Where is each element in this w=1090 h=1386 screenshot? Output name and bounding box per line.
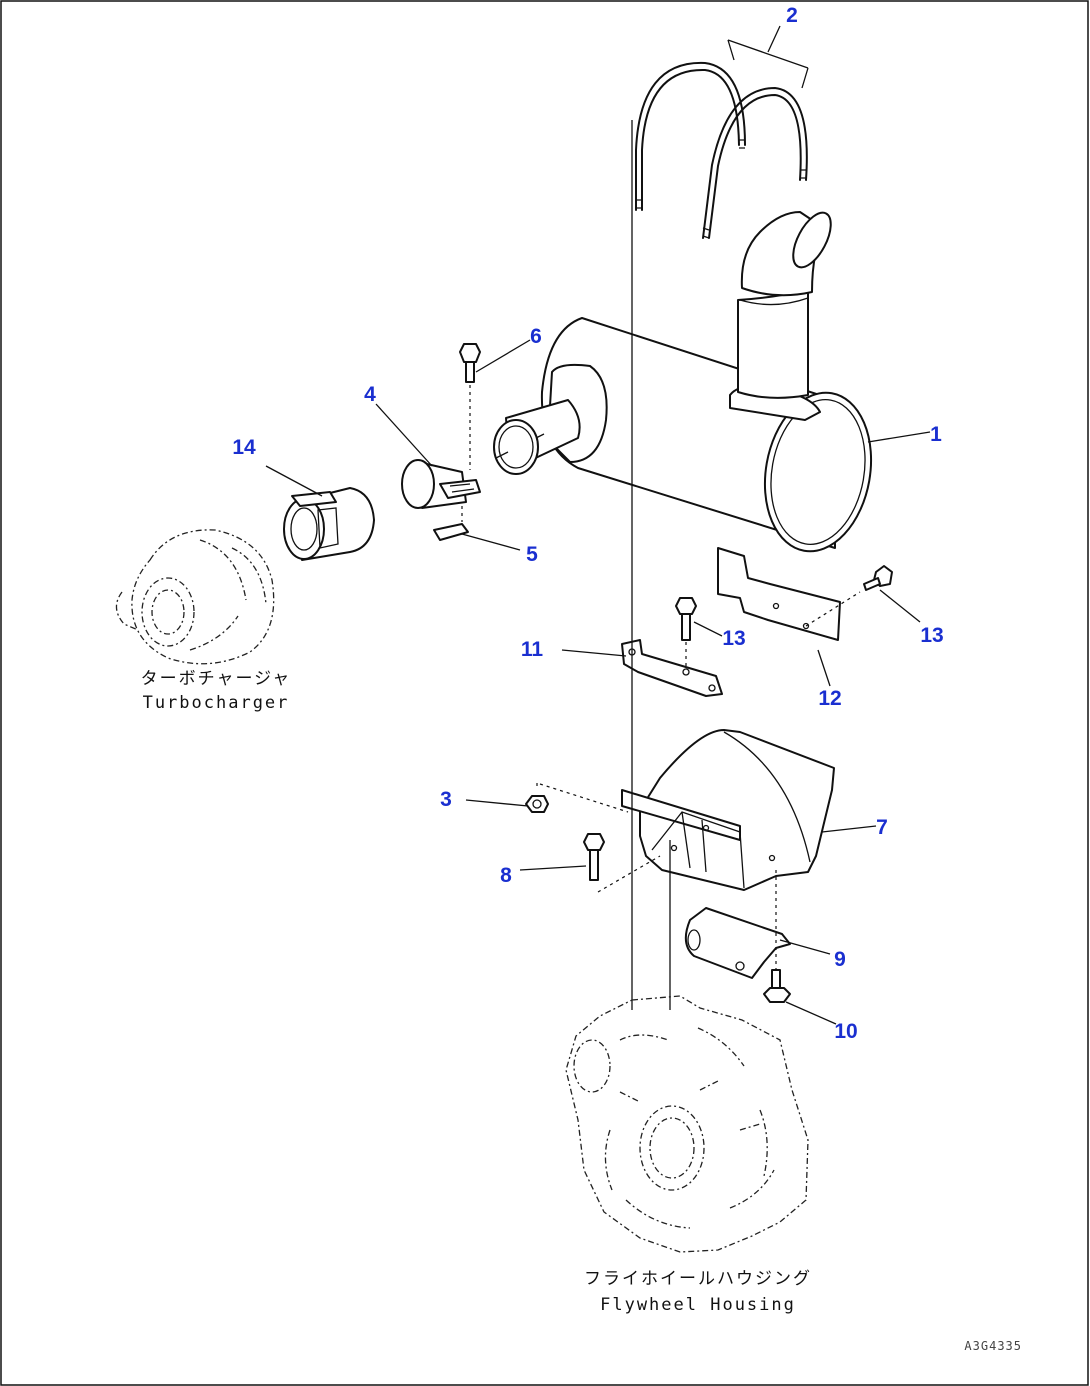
nut-part-3 [525,780,629,813]
turbocharger-caption-jp: ターボチャージャ [141,669,292,689]
callout-1[interactable]: 1 [930,423,942,446]
u-bolts-part-2 [635,61,808,239]
callout-5[interactable]: 5 [526,543,538,566]
flywheel-housing-outline [565,995,809,1253]
callout-7[interactable]: 7 [876,816,888,839]
clamp-part-4 [401,459,481,509]
callout-labels: 2 1 6 4 14 5 13 13 11 12 3 7 8 9 10 [232,4,943,1043]
bolt-part-13-right [863,565,893,591]
bracket-part-9 [684,907,791,979]
flywheel-caption-jp: フライホイールハウジング [584,1269,812,1289]
flywheel-caption-en: Flywheel Housing [600,1295,796,1315]
callout-10[interactable]: 10 [834,1020,857,1043]
bolt-part-6 [459,343,481,470]
bolt-part-13-center [675,597,697,670]
callout-2[interactable]: 2 [786,4,798,27]
turbocharger-caption-en: Turbocharger [143,693,290,713]
drawing-id: A3G4335 [964,1339,1022,1353]
callout-3[interactable]: 3 [440,788,452,811]
callout-13-center[interactable]: 13 [722,627,745,650]
adapter-part-14 [283,487,375,561]
callout-6[interactable]: 6 [530,325,542,348]
callout-9[interactable]: 9 [834,948,846,971]
bolt-part-8 [583,833,661,893]
bracket-part-11 [621,639,723,697]
muffler-part-1 [493,211,873,553]
nut-plate-part-5 [433,506,469,541]
callout-14[interactable]: 14 [232,436,256,459]
callout-13-right[interactable]: 13 [920,624,943,647]
callout-11[interactable]: 11 [521,638,544,661]
callout-12[interactable]: 12 [818,687,841,710]
callout-8[interactable]: 8 [500,864,512,887]
callout-4[interactable]: 4 [364,383,376,406]
saddle-bracket-part-7 [621,729,835,891]
bolt-part-10 [763,870,791,1003]
shield-plate-part-12 [717,547,861,641]
leader-lines [265,25,931,1025]
turbocharger-outline [115,529,275,665]
